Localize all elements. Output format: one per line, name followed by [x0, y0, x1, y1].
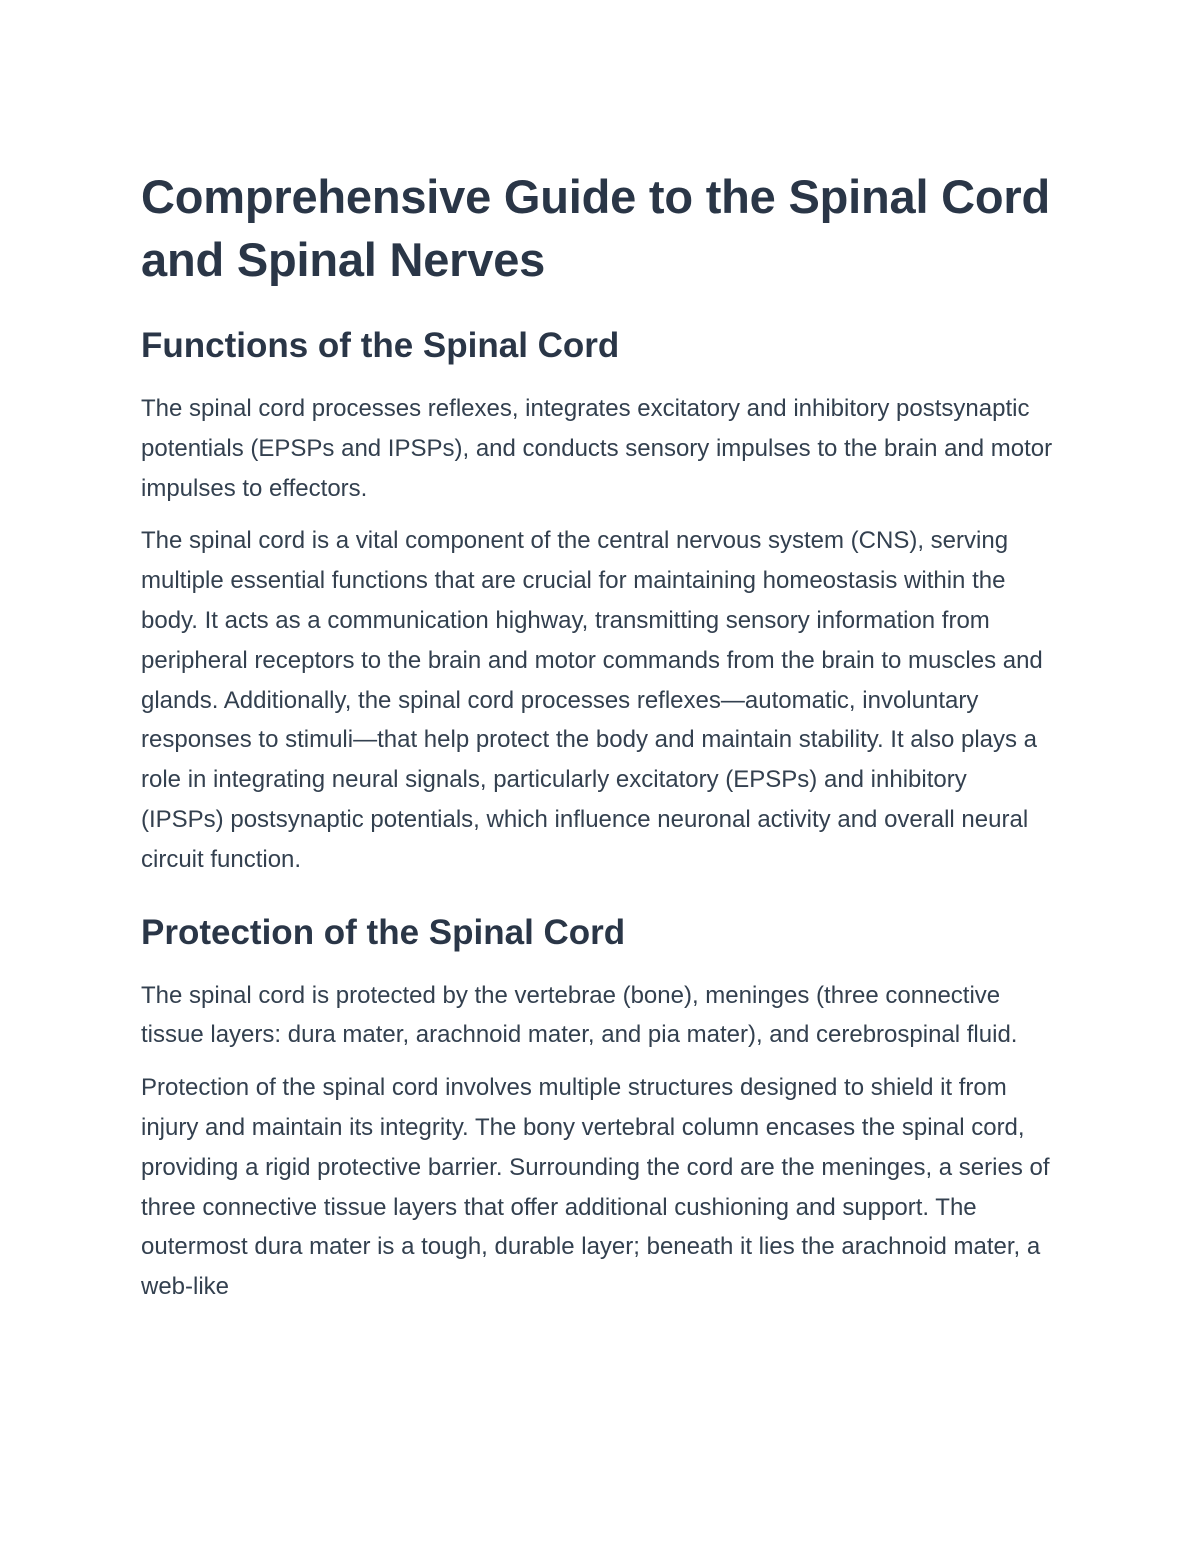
protection-summary-paragraph: The spinal cord is protected by the vert…: [141, 981, 1018, 1049]
section-heading-protection: Protection of the Spinal Cord: [141, 912, 626, 952]
section-heading-functions: Functions of the Spinal Cord: [141, 326, 620, 365]
functions-detail-paragraph: The spinal cord is a vital component of …: [141, 527, 1043, 873]
protection-detail-paragraph: Protection of the spinal cord involves m…: [141, 1074, 1050, 1301]
document-title: Comprehensive Guide to the Spinal Cord a…: [141, 170, 1051, 286]
functions-summary-paragraph: The spinal cord processes reflexes, inte…: [141, 395, 1053, 502]
document-page: Comprehensive Guide to the Spinal Cord a…: [141, 165, 1056, 1307]
